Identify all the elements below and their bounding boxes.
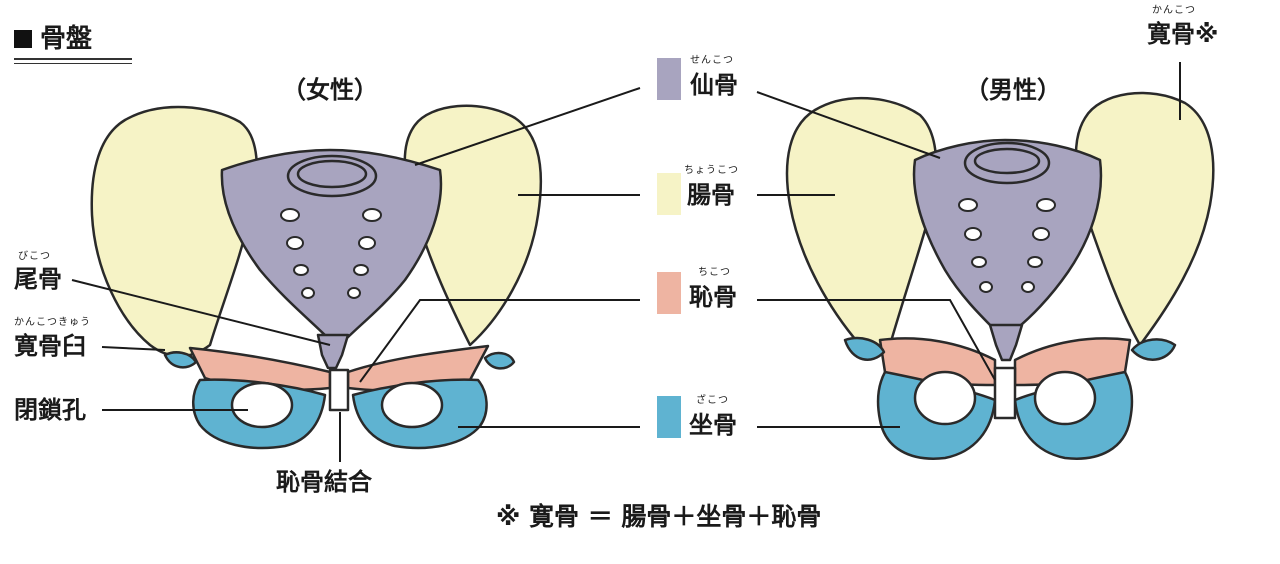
male-left-ilium [785, 96, 938, 355]
legend-ruby-ilium: ちょうこつ [684, 165, 739, 176]
title-text: 骨盤 [40, 24, 93, 54]
male-right-ilium [1074, 91, 1215, 347]
male-sacrum [912, 138, 1103, 335]
legend-label-sacrum: 仙骨 [690, 71, 738, 99]
label-obturator: 閉鎖孔 [14, 396, 86, 424]
leader-acetabulum [101, 346, 166, 351]
female-left-obturator [230, 381, 294, 429]
label-ruby-coccyx: びこつ [18, 251, 51, 262]
female-right-acetabulum [483, 351, 516, 370]
female-left-ilium [90, 105, 259, 358]
title-underline-thin [14, 63, 132, 64]
hipbone-formula: ※ 寛骨 ＝ 腸骨＋坐骨＋恥骨 [496, 502, 822, 531]
female-pelvis [90, 104, 543, 450]
female-sacral-promontory-inner [296, 159, 368, 189]
label-hipbone: 寛骨※ [1147, 20, 1219, 48]
male-symphysis [993, 366, 1017, 420]
legend-label-ilium: 腸骨 [687, 181, 735, 209]
legend-swatch-ilium [657, 173, 681, 215]
leader-sacrum-male [756, 91, 941, 159]
legend-swatch-pubis [657, 272, 681, 314]
male-sacral-foramina [958, 198, 1056, 293]
label-acetabulum: 寛骨臼 [14, 332, 86, 360]
legend-ruby-pubis: ちこつ [698, 267, 731, 278]
female-sacral-foramina [280, 208, 382, 299]
female-sacrum [220, 148, 443, 345]
male-coccyx [988, 323, 1024, 362]
leader-pubis-male [757, 299, 996, 381]
male-heading: （男性） [965, 76, 1061, 104]
female-right-obturator [380, 381, 444, 429]
legend-swatch-ischium [657, 396, 681, 438]
legend-swatch-sacrum [657, 58, 681, 100]
label-ruby-hipbone: かんこつ [1152, 5, 1196, 16]
diagram-title: 骨盤 [14, 18, 92, 55]
legend-ruby-sacrum: せんこつ [690, 55, 734, 66]
male-left-acetabulum [843, 336, 886, 361]
leader-lines [71, 62, 1181, 462]
label-coccyx: 尾骨 [14, 265, 62, 293]
title-square-icon [14, 30, 32, 48]
label-ruby-acetabulum: かんこつきゅう [14, 317, 91, 328]
title-underline [14, 58, 132, 60]
male-left-obturator [913, 370, 977, 426]
male-pelvis [785, 91, 1215, 460]
female-symphysis [328, 368, 350, 412]
female-left-acetabulum [163, 351, 198, 369]
label-pubic-symphysis: 恥骨結合 [276, 468, 372, 496]
leader-coccyx [71, 279, 331, 346]
legend-ruby-ischium: ざこつ [696, 395, 729, 406]
male-right-obturator [1033, 370, 1097, 426]
female-heading: （女性） [282, 76, 378, 104]
legend-label-ischium: 坐骨 [689, 411, 737, 439]
female-coccyx [316, 333, 350, 370]
legend-label-pubis: 恥骨 [689, 283, 737, 311]
leader-pubis-female [359, 299, 640, 383]
male-sacral-promontory-inner [973, 147, 1041, 175]
leader-sacrum-female [414, 87, 641, 166]
male-right-acetabulum [1130, 338, 1177, 361]
